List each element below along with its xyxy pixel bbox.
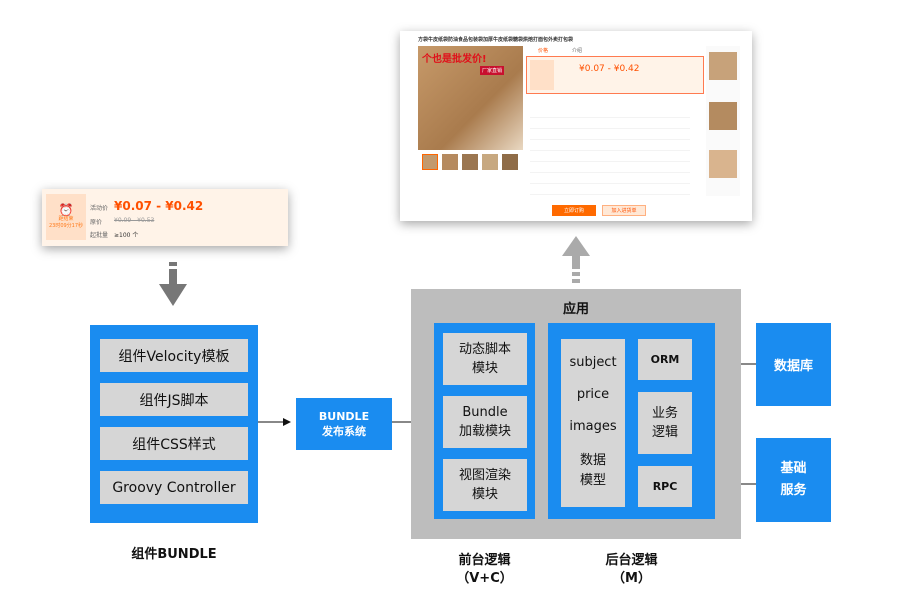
alarm-clock-icon: ⏰ <box>58 203 74 217</box>
bundle-item-js: 组件JS脚本 <box>100 383 248 416</box>
base-service-box: 基础 服务 <box>756 438 831 522</box>
product-title: 方袋牛皮纸袋防油食品包装袋加厚牛皮纸袋糖袋烘焙打面包外卖打包袋 <box>418 37 574 43</box>
data-model-box: subject price images 数据 模型 <box>561 339 625 507</box>
start-qty: ≥100 个 <box>114 232 139 239</box>
recommendation-column <box>706 46 740 196</box>
tab-spec[interactable]: 介绍 <box>572 48 583 54</box>
activity-price-label: 活动价 <box>90 205 109 212</box>
start-qty-label: 起批量 <box>90 232 109 239</box>
thumbnail[interactable] <box>482 154 498 170</box>
data-model-field-subject: subject <box>569 355 617 371</box>
database-box: 数据库 <box>756 323 831 406</box>
page-price: ¥0.07 - ¥0.42 <box>579 64 640 74</box>
original-price: ¥0.09 - ¥0.53 <box>114 217 155 224</box>
product-image: 个也是批发价! 厂家直销 <box>418 46 523 150</box>
original-price-label: 原价 <box>90 219 103 226</box>
down-arrow <box>159 262 187 306</box>
orm-box: ORM <box>638 339 692 380</box>
up-arrow <box>562 236 590 283</box>
page-price-block: ¥0.07 - ¥0.42 <box>526 56 704 94</box>
front-caption-line1: 前台逻辑 <box>458 553 511 568</box>
activity-price: ¥0.07 - ¥0.42 <box>114 199 204 213</box>
buy-button[interactable]: 立即订购 <box>552 205 596 216</box>
back-caption-line1: 后台逻辑 <box>605 553 658 568</box>
data-model-field-price: price <box>576 387 610 403</box>
tab-price[interactable]: 价格 <box>538 48 549 54</box>
data-model-label: 数据 模型 <box>579 452 606 488</box>
bundle-item-groovy: Groovy Controller <box>100 471 248 504</box>
banner-text: 个也是批发价! <box>422 54 487 65</box>
product-page-screenshot: 方袋牛皮纸袋防油食品包装袋加厚牛皮纸袋糖袋烘焙打面包外卖打包袋 个也是批发价! … <box>400 31 752 221</box>
thumbnail[interactable] <box>502 154 518 170</box>
front-module-view-render: 视图渲染 模块 <box>443 459 527 511</box>
bundle-caption: 组件BUNDLE <box>131 547 217 562</box>
front-caption-line2: （V+C） <box>456 571 513 586</box>
front-module-bundle-loader: Bundle 加载模块 <box>443 396 527 448</box>
spec-rows <box>530 107 690 197</box>
cart-button[interactable]: 加入进货单 <box>602 205 646 216</box>
price-widget: ⏰ 距结束 23时09分17秒 活动价 ¥0.07 - ¥0.42 原价 ¥0.… <box>42 189 288 246</box>
thumbnail[interactable] <box>422 154 438 170</box>
bundle-item-css: 组件CSS样式 <box>100 427 248 460</box>
business-logic-box: 业务 逻辑 <box>638 392 692 454</box>
thumbnail[interactable] <box>442 154 458 170</box>
front-module-dynamic-script: 动态脚本 模块 <box>443 333 527 385</box>
thumbnail[interactable] <box>462 154 478 170</box>
bundle-item-velocity: 组件Velocity模板 <box>100 339 248 372</box>
publish-line1: BUNDLE <box>318 410 370 423</box>
countdown-text: 距结束 23时09分17秒 <box>48 216 84 229</box>
publish-system: BUNDLE 发布系统 <box>296 398 392 450</box>
banner-sub: 厂家直销 <box>480 66 505 75</box>
page-countdown-box <box>530 60 554 90</box>
publish-line2: 发布系统 <box>322 425 366 438</box>
app-title: 应用 <box>562 302 589 317</box>
countdown-box: ⏰ 距结束 23时09分17秒 <box>46 194 86 240</box>
data-model-field-images: images <box>569 418 617 434</box>
rpc-box: RPC <box>638 466 692 507</box>
back-caption-line2: （M） <box>612 571 651 586</box>
